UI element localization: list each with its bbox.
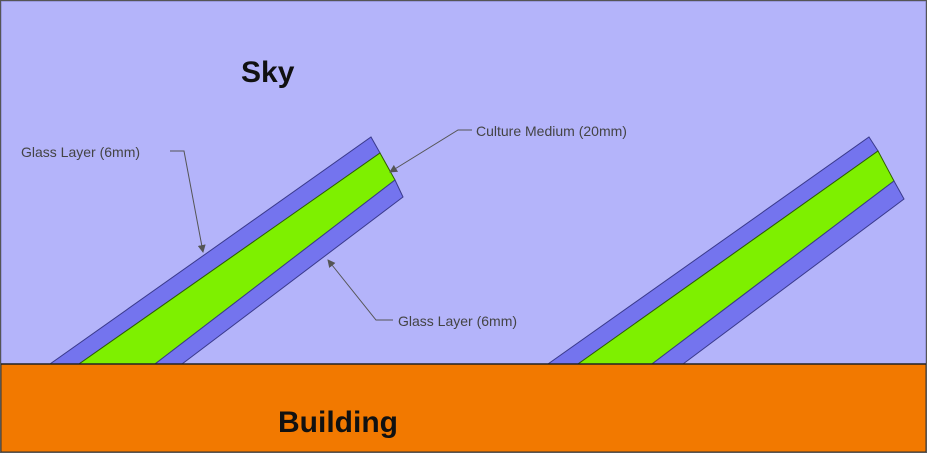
culture-medium-leader [389, 129, 472, 173]
building-label: Building [278, 406, 398, 439]
panel-left [48, 136, 404, 365]
building-region [0, 363, 927, 453]
culture-medium-label: Culture Medium (20mm) [476, 123, 627, 139]
upper-glass-leader [170, 150, 206, 253]
sky-label: Sky [241, 56, 295, 89]
lower-glass-leader [327, 259, 393, 321]
lower-glass-label: Glass Layer (6mm) [398, 313, 517, 329]
upper-glass-label: Glass Layer (6mm) [21, 144, 140, 160]
